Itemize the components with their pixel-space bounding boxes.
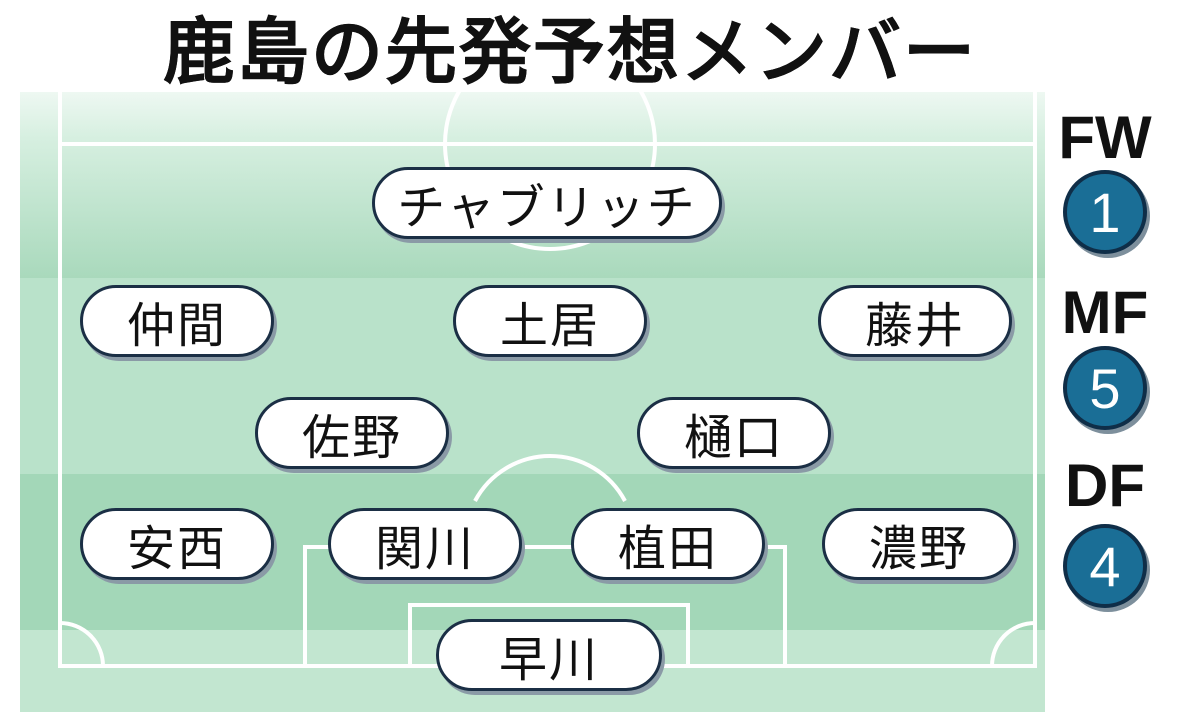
player-name: 樋口 — [683, 410, 784, 466]
player-name: 土居 — [499, 298, 600, 354]
player-name: 藤井 — [864, 298, 965, 354]
player-pill-df-rb: 濃野 — [822, 508, 1016, 580]
page-title: 鹿島の先発予想メンバー — [162, 10, 977, 94]
player-pill-df-rcb: 植田 — [571, 508, 765, 580]
penalty-arc — [473, 454, 627, 502]
player-name: 仲間 — [126, 298, 227, 354]
formation-count-fw: 1 — [1063, 170, 1147, 254]
corner-arc-left — [59, 621, 105, 667]
corner-arc-right — [990, 621, 1036, 667]
player-pill-df-lcb: 関川 — [328, 508, 522, 580]
player-pill-fw: チャブリッチ — [372, 167, 722, 239]
player-pill-df-lb: 安西 — [80, 508, 274, 580]
formation-label-fw: FW — [1058, 104, 1152, 171]
player-name: 安西 — [126, 521, 227, 577]
player-pill-mf-left: 仲間 — [80, 285, 274, 357]
formation-count-mf: 5 — [1063, 346, 1147, 430]
player-pill-dmf-left: 佐野 — [255, 397, 449, 469]
pitch-boundary-line — [58, 92, 1037, 668]
player-name: チャブリッチ — [397, 180, 697, 236]
player-name: 植田 — [617, 521, 718, 577]
player-pill-mf-center: 土居 — [453, 285, 647, 357]
player-name: 関川 — [374, 521, 475, 577]
formation-label-mf: MF — [1061, 279, 1149, 346]
formation-count-df: 4 — [1063, 524, 1147, 608]
player-name: 佐野 — [301, 410, 402, 466]
center-circle-upper — [443, 92, 657, 145]
player-pill-dmf-right: 樋口 — [637, 397, 831, 469]
player-pill-gk: 早川 — [436, 619, 662, 691]
player-name: 早川 — [498, 632, 599, 688]
formation-label-df: DF — [1065, 452, 1145, 519]
player-name: 濃野 — [868, 521, 969, 577]
penalty-box — [303, 545, 787, 666]
pitch-lines — [58, 92, 1037, 668]
player-pill-mf-right: 藤井 — [818, 285, 1012, 357]
goal-area — [408, 603, 690, 666]
